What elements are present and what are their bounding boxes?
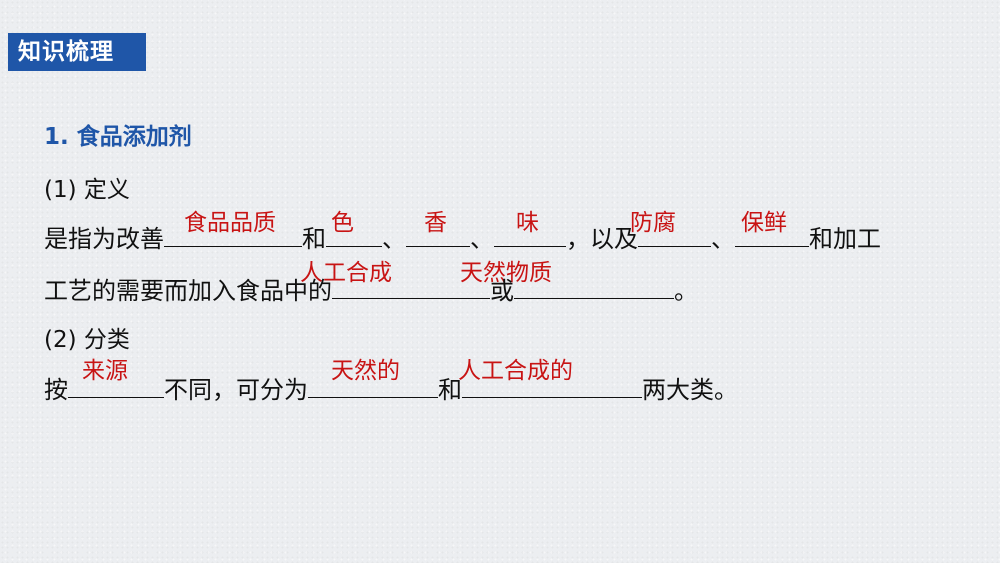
answer-preservation: 防腐 bbox=[630, 210, 676, 236]
answer-taste: 味 bbox=[516, 210, 539, 236]
answer-color: 色 bbox=[331, 210, 354, 236]
answer-artificial: 人工合成的 bbox=[458, 358, 573, 384]
text-segment: 和加工 bbox=[809, 225, 881, 253]
blank-food-quality bbox=[164, 224, 302, 247]
text-segment: 或 bbox=[490, 277, 514, 305]
answer-freshness: 保鲜 bbox=[741, 210, 787, 236]
blank-artificial bbox=[462, 375, 642, 398]
section-banner bbox=[8, 33, 146, 71]
answer-natural-substance: 天然物质 bbox=[460, 260, 552, 286]
text-segment: 不同，可分为 bbox=[164, 376, 308, 404]
text-segment: 两大类。 bbox=[642, 376, 738, 404]
text-segment: 是指为改善 bbox=[44, 225, 164, 253]
blank-natural-substance bbox=[514, 276, 674, 299]
answer-source: 来源 bbox=[82, 358, 128, 384]
answer-aroma: 香 bbox=[424, 210, 447, 236]
definition-line-2: 工艺的需要而加入食品中的 或 。 bbox=[44, 274, 698, 308]
text-segment: 工艺的需要而加入食品中的 bbox=[44, 277, 332, 305]
blank-preservation bbox=[638, 224, 711, 247]
blank-aroma bbox=[406, 224, 470, 247]
classification-line: 按 不同，可分为 和 两大类。 bbox=[44, 373, 738, 407]
text-segment: 和 bbox=[438, 376, 462, 404]
answer-natural: 天然的 bbox=[331, 358, 400, 384]
blank-freshness bbox=[735, 224, 809, 247]
blank-natural bbox=[308, 375, 438, 398]
text-segment: ，以及 bbox=[566, 225, 638, 253]
topic-heading: 1. 食品添加剂 bbox=[44, 124, 192, 150]
text-segment: 和 bbox=[302, 225, 326, 253]
definition-line-1: 是指为改善 和 、 、 ，以及 、 和加工 bbox=[44, 222, 881, 256]
blank-synthetic bbox=[332, 276, 490, 299]
text-segment: 按 bbox=[44, 376, 68, 404]
text-segment: 、 bbox=[711, 225, 735, 253]
subheading-definition: (1) 定义 bbox=[44, 177, 130, 203]
section-banner-title: 知识梳理 bbox=[18, 39, 114, 65]
text-segment: 。 bbox=[674, 277, 698, 305]
text-segment: 、 bbox=[470, 225, 494, 253]
answer-synthetic: 人工合成 bbox=[300, 260, 392, 286]
text-segment: 、 bbox=[382, 225, 406, 253]
blank-taste bbox=[494, 224, 566, 247]
blank-source bbox=[68, 375, 164, 398]
subheading-classification: (2) 分类 bbox=[44, 327, 130, 353]
answer-food-quality: 食品品质 bbox=[184, 210, 276, 236]
blank-color bbox=[326, 224, 382, 247]
